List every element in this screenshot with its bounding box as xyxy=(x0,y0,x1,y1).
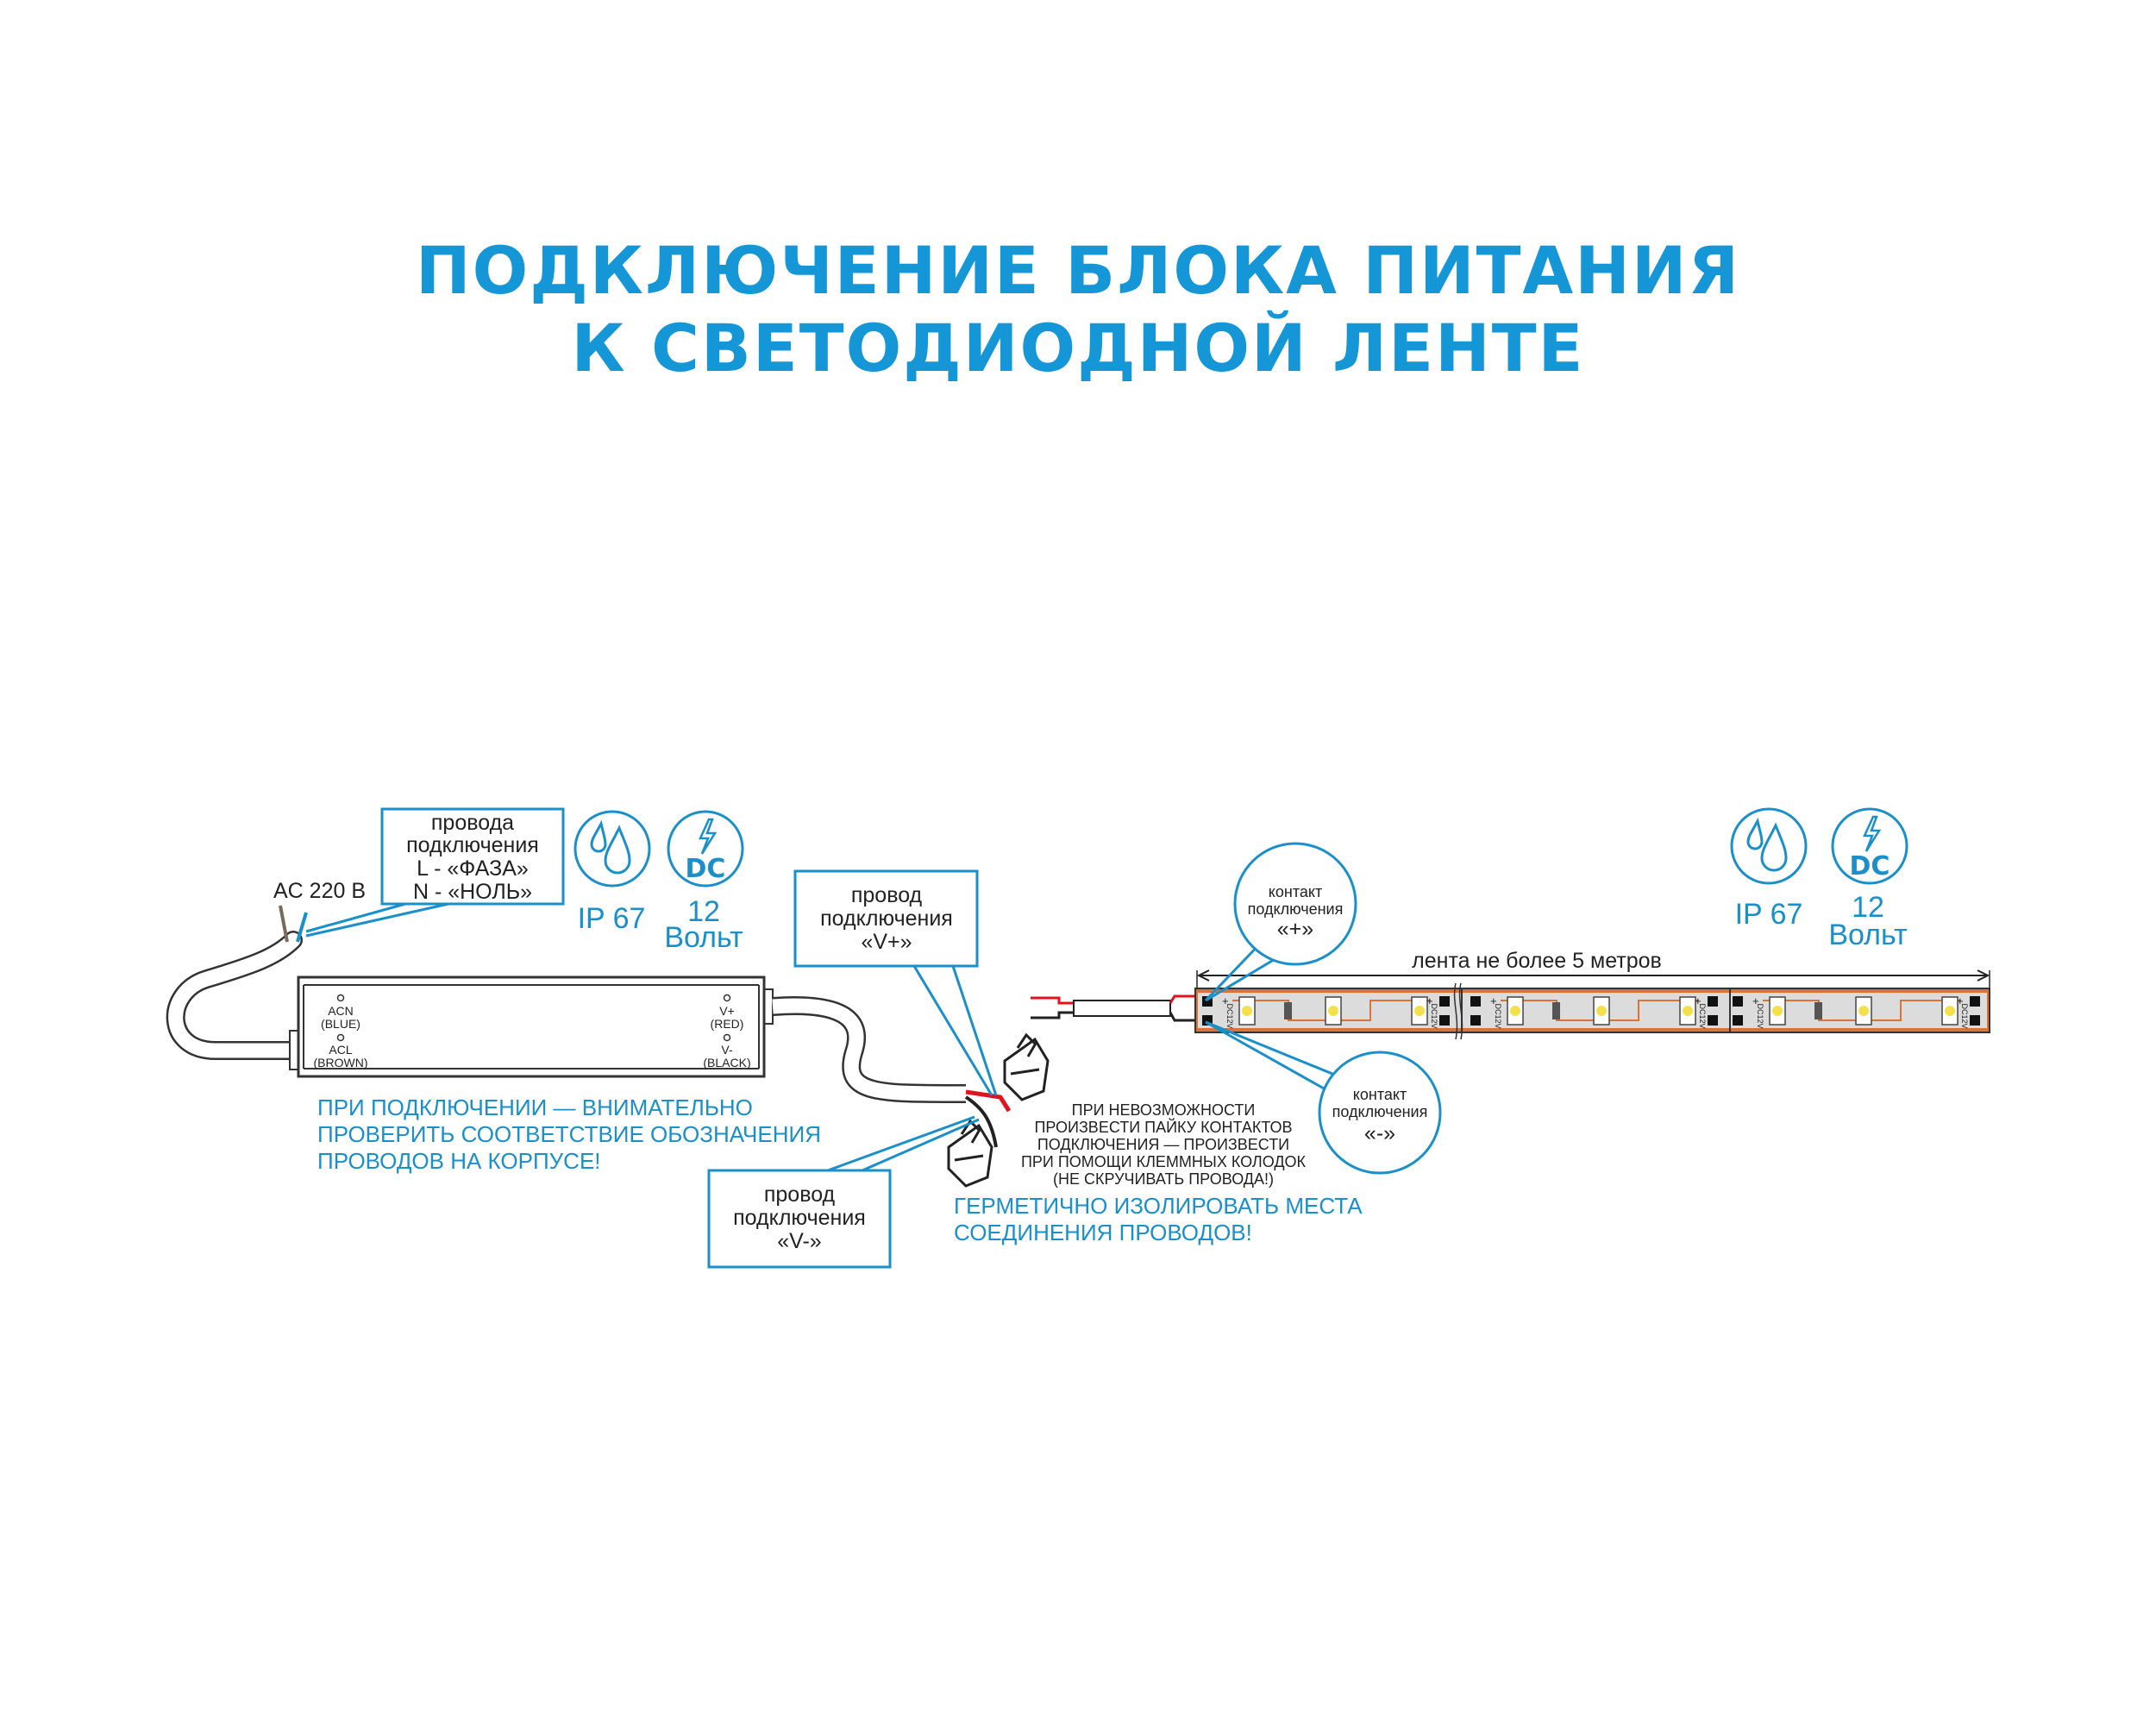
warning-line-1: ПРИ ПОДКЛЮЧЕНИИ — ВНИМАТЕЛЬНО xyxy=(317,1095,753,1120)
power-supply-unit: ACN (BLUE) ACL (BROWN) V+ (RED) V- (BLAC… xyxy=(289,975,774,1078)
terminal-acn-color: (BLUE) xyxy=(321,1017,360,1031)
plus-mark: + xyxy=(1222,994,1229,1007)
voltage-value: 12 xyxy=(1852,891,1884,924)
segment-mark: DC12V xyxy=(1756,1003,1764,1028)
terminal-acn: ACN xyxy=(328,1004,354,1018)
water-drops-icon xyxy=(1730,807,1808,885)
connector-note-line: ПРОИЗВЕСТИ ПАЙКУ КОНТАКТОВ xyxy=(1034,1118,1292,1136)
solder-pad xyxy=(1708,996,1718,1007)
resistor xyxy=(1814,1002,1822,1019)
callout-text: подключения xyxy=(820,906,953,931)
plus-mark: + xyxy=(1490,994,1497,1007)
dc-text: DC xyxy=(1850,851,1890,881)
callout-text: подключения xyxy=(1248,900,1344,918)
callout-text: подключения xyxy=(406,833,539,857)
callout-text: провод xyxy=(851,883,923,907)
voltage-unit: Вольт xyxy=(1828,919,1907,951)
seal-note-line-1: ГЕРМЕТИЧНО ИЗОЛИРОВАТЬ МЕСТА xyxy=(954,1193,1363,1219)
dc-text: DC xyxy=(686,854,726,884)
resistor xyxy=(1284,1002,1292,1019)
callout-text: подключения xyxy=(1332,1103,1428,1120)
callout-text: подключения xyxy=(733,1206,866,1230)
terminal-acl-color: (BROWN) xyxy=(314,1056,368,1070)
strip-length-label: лента не более 5 метров xyxy=(1412,949,1662,973)
plus-contact-callout: контакт подключения «+» xyxy=(1204,842,1357,1002)
lightning-dc-icon: DC xyxy=(1831,807,1908,885)
terminal-vminus-color: (BLACK) xyxy=(703,1056,750,1070)
ip-rating-label: IP 67 xyxy=(578,902,646,935)
callout-text: «+» xyxy=(1277,917,1313,941)
input-wires-callout: провода подключения L - «ФАЗА» N - «НОЛЬ… xyxy=(305,807,565,938)
voltage-unit: Вольт xyxy=(664,921,743,954)
vminus-wire-callout: провод подключения «V-» xyxy=(707,1115,980,1269)
solder-pad xyxy=(1470,996,1481,1007)
callout-text: N - «НОЛЬ» xyxy=(413,880,532,904)
callout-text: контакт xyxy=(1353,1086,1407,1103)
plus-mark: + xyxy=(1752,994,1759,1007)
terminal-vminus: V- xyxy=(721,1043,733,1057)
warning-line-2: ПРОВЕРИТЬ СООТВЕТСТВИЕ ОБОЗНАЧЕНИЯ xyxy=(317,1121,821,1147)
title-line-1: ПОДКЛЮЧЕНИЕ БЛОКА ПИТАНИЯ xyxy=(416,232,1740,309)
callout-text: «-» xyxy=(1364,1121,1395,1145)
led-emitter xyxy=(1328,1006,1338,1016)
resistor xyxy=(1552,1002,1560,1019)
plus-mark: + xyxy=(1695,994,1702,1007)
callout-text: «V+» xyxy=(861,930,912,954)
vplus-wire-callout: провод подключения «V+» xyxy=(793,869,998,1096)
lightning-dc-icon: DC xyxy=(667,810,744,888)
terminal-vplus-color: (RED) xyxy=(711,1017,744,1031)
plus-mark: + xyxy=(1957,994,1964,1007)
led-emitter xyxy=(1596,1006,1607,1016)
solder-pad xyxy=(1439,1015,1450,1026)
connector-note-line: ПРИ ПОМОЩИ КЛЕММНЫХ КОЛОДОК xyxy=(1021,1153,1307,1170)
voltage-value: 12 xyxy=(687,895,720,928)
segment-mark: DC12V xyxy=(1494,1003,1502,1028)
callout-text: провода xyxy=(431,811,514,835)
led-emitter xyxy=(1242,1006,1252,1016)
title-line-2: К СВЕТОДИОДНОЙ ЛЕНТЕ xyxy=(572,310,1585,386)
break-mark xyxy=(1453,982,1463,1040)
solder-pad xyxy=(1970,1015,1980,1026)
led-emitter xyxy=(1683,1006,1693,1016)
minus-contact-callout: контакт подключения «-» xyxy=(1205,1020,1442,1175)
led-emitter xyxy=(1945,1006,1955,1016)
segment-mark: DC12V xyxy=(1225,1003,1234,1028)
connector-note-line: (НЕ СКРУЧИВАТЬ ПРОВОДА!) xyxy=(1053,1170,1274,1188)
solder-pad xyxy=(1733,1015,1743,1026)
led-emitter xyxy=(1772,1006,1783,1016)
seal-note-line-2: СОЕДИНЕНИЯ ПРОВОДОВ! xyxy=(954,1220,1252,1245)
connector-note-line: ПРИ НЕВОЗМОЖНОСТИ xyxy=(1072,1101,1256,1119)
plus-mark: + xyxy=(1426,994,1433,1007)
ip-rating-label: IP 67 xyxy=(1735,898,1803,931)
callout-text: L - «ФАЗА» xyxy=(417,856,529,881)
segment-mark: DC12V xyxy=(1960,1003,1969,1028)
led-emitter xyxy=(1858,1006,1869,1016)
warning-line-3: ПРОВОДОВ НА КОРПУСЕ! xyxy=(317,1148,601,1174)
output-cable xyxy=(772,996,1012,1148)
callout-text: провод xyxy=(764,1182,836,1207)
led-emitter xyxy=(1510,1006,1520,1016)
terminal-block-connector xyxy=(1003,1032,1050,1101)
segment-mark: DC12V xyxy=(1698,1003,1707,1028)
solder-pad xyxy=(1733,996,1743,1007)
led-emitter xyxy=(1414,1006,1425,1016)
solder-pad xyxy=(1708,1015,1718,1026)
strip-lead-wires xyxy=(1031,994,1203,1022)
terminal-acl: ACL xyxy=(329,1043,352,1057)
solder-pad xyxy=(1970,996,1980,1007)
ac-input-cable xyxy=(166,905,308,1060)
connector-note-line: ПОДКЛЮЧЕНИЯ — ПРОИЗВЕСТИ xyxy=(1037,1136,1289,1153)
segment-mark: DC12V xyxy=(1430,1003,1438,1028)
callout-text: контакт xyxy=(1269,883,1322,900)
strip-length-dimension xyxy=(1196,969,1990,992)
terminal-vplus: V+ xyxy=(719,1004,735,1018)
solder-pad xyxy=(1470,1015,1481,1026)
water-drops-icon xyxy=(573,810,651,888)
callout-text: «V-» xyxy=(777,1229,821,1253)
terminal-block-connector xyxy=(947,1119,993,1188)
ac-voltage-label: AC 220 B xyxy=(273,879,366,903)
solder-pad xyxy=(1439,996,1450,1007)
